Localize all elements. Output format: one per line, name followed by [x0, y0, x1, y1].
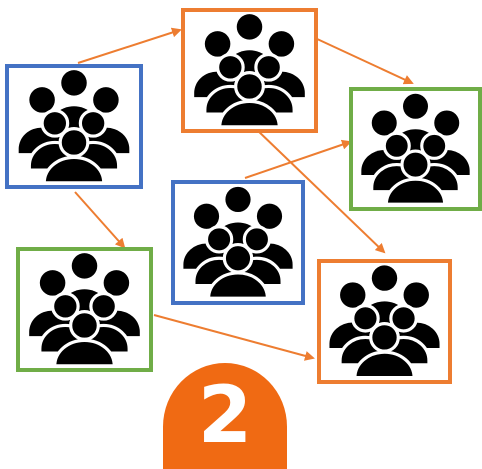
group-of-people-icon: [329, 265, 440, 380]
group-node-top-center: [181, 8, 318, 133]
step-number-badge: 2: [163, 363, 287, 469]
group-node-right-bottom: [317, 259, 452, 384]
arrow-top-center-to-right-bottom: [254, 127, 386, 254]
group-node-center: [171, 180, 305, 305]
step-number: 2: [197, 371, 253, 461]
arrow-left-top-to-left-bottom: [74, 191, 126, 249]
group-of-people-icon: [361, 93, 470, 206]
group-node-left-bottom: [16, 247, 153, 372]
group-of-people-icon: [194, 14, 305, 129]
arrow-top-center-to-right-top: [314, 37, 414, 85]
group-of-people-icon: [18, 70, 130, 185]
group-of-people-icon: [29, 253, 140, 368]
arrow-left-top-to-top-center: [77, 27, 182, 64]
group-of-people-icon: [183, 186, 293, 300]
arrow-left-bottom-to-right-bottom: [153, 314, 315, 361]
group-node-left-top: [5, 64, 143, 189]
group-node-right-top: [349, 87, 482, 211]
arrow-center-to-right-top: [244, 139, 352, 179]
